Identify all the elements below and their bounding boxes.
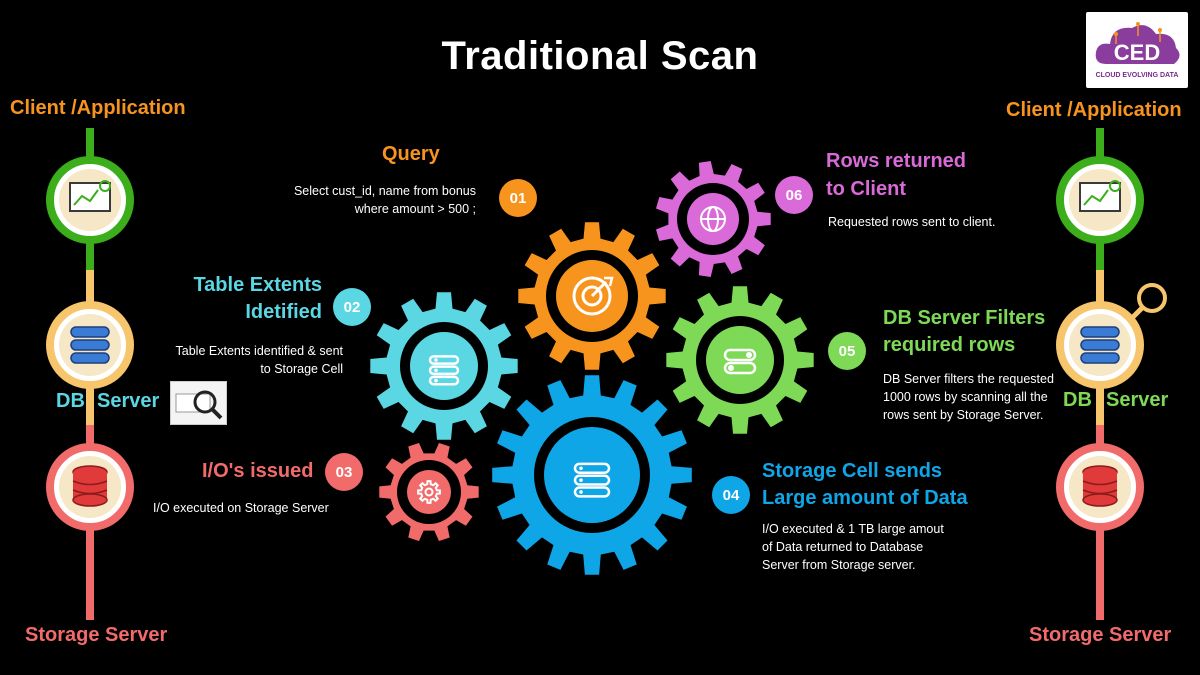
step-04-badge: 04	[712, 476, 750, 514]
right-db-label-b: Server	[1106, 389, 1169, 411]
logo-initials: CED	[1113, 40, 1161, 65]
step-01-title: Query	[382, 143, 440, 165]
step-03-desc: I/O executed on Storage Server	[153, 501, 329, 515]
left-db-label-b: Server	[97, 390, 160, 412]
step-01-badge: 01	[499, 179, 537, 217]
step-05-desc-line-2: 1000 rows by scanning all the	[883, 390, 1048, 404]
left-client-label: Client /Application	[10, 97, 186, 119]
database-icon-blue	[573, 462, 611, 498]
right-db-node	[1056, 301, 1144, 389]
step-02-title-line-2: Idetified	[245, 301, 322, 323]
step-04-desc-line-1: I/O executed & 1 TB large amout	[762, 522, 944, 536]
logo-tagline: CLOUD EVOLVING DATA	[1095, 72, 1179, 79]
gear-red	[379, 443, 479, 541]
step-03-badge: 03	[325, 453, 363, 491]
right-client-label: Client /Application	[1006, 99, 1182, 121]
toggle-icon	[723, 348, 757, 375]
step-05-badge: 05	[828, 332, 866, 370]
step-01-desc-line-1: Select cust_id, name from bonus	[293, 184, 476, 198]
gear-icon	[417, 480, 441, 504]
step-04-desc-line-3: Server from Storage server.	[762, 558, 916, 572]
step-04-desc: I/O executed & 1 TB large amout of Data …	[762, 520, 944, 574]
cloud-logo-icon	[1095, 22, 1180, 64]
step-02-desc-line-1: Table Extents identified & sent	[175, 344, 343, 358]
step-01-desc: Select cust_id, name from bonus where am…	[250, 182, 476, 218]
step-03-title: I/O's issued	[202, 460, 314, 482]
step-01-desc-line-2: where amount > 500 ;	[354, 202, 476, 216]
left-storage-node	[46, 443, 134, 531]
right-storage-label: Storage Server	[1029, 624, 1172, 646]
gears-group	[370, 161, 814, 575]
step-04-desc-line-2: of Data returned to Database	[762, 540, 924, 554]
step-04-title: Storage Cell sends Large amount of Data	[762, 458, 968, 512]
step-06-desc: Requested rows sent to client.	[828, 215, 996, 229]
step-02-title-line-1: Table Extents	[193, 274, 322, 296]
step-02-badge: 02	[333, 288, 371, 326]
globe-icon	[700, 206, 726, 232]
right-storage-node	[1056, 443, 1144, 531]
step-04-title-line-1: Storage Cell sends	[762, 460, 943, 482]
database-magnifier-image	[170, 381, 227, 425]
step-06-title: Rows returned to Client	[826, 147, 966, 203]
database-icon-cyan	[428, 355, 460, 386]
step-05-title-line-2: required rows	[883, 334, 1016, 356]
step-06-badge: 06	[775, 176, 813, 214]
step-05-desc: DB Server filters the requested 1000 row…	[883, 370, 1054, 424]
step-02-desc-line-2: to Storage Cell	[260, 362, 343, 376]
left-db-label-a: DB	[56, 390, 85, 412]
step-04-title-line-2: Large amount of Data	[762, 487, 968, 509]
right-client-node	[1056, 156, 1144, 244]
left-client-node	[46, 156, 134, 244]
left-storage-label: Storage Server	[25, 624, 168, 646]
step-06-title-line-1: Rows returned	[826, 150, 967, 172]
magnifier-icon	[1127, 283, 1167, 323]
target-icon	[572, 276, 614, 316]
step-06-title-line-2: to Client	[826, 178, 906, 200]
step-05-title: DB Server Filters required rows	[883, 305, 1045, 359]
step-05-title-line-1: DB Server Filters	[883, 307, 1046, 329]
ced-logo: CED CLOUD EVOLVING DATA	[1086, 12, 1188, 88]
page-title: Traditional Scan	[441, 34, 759, 78]
step-05-desc-line-3: rows sent by Storage Server.	[883, 408, 1044, 422]
right-db-label-a: DB	[1063, 389, 1092, 411]
step-02-desc: Table Extents identified & sent to Stora…	[140, 342, 343, 378]
step-02-title: Table Extents Idetified	[172, 272, 322, 326]
left-db-node	[46, 301, 134, 389]
step-05-desc-line-1: DB Server filters the requested	[883, 372, 1054, 386]
